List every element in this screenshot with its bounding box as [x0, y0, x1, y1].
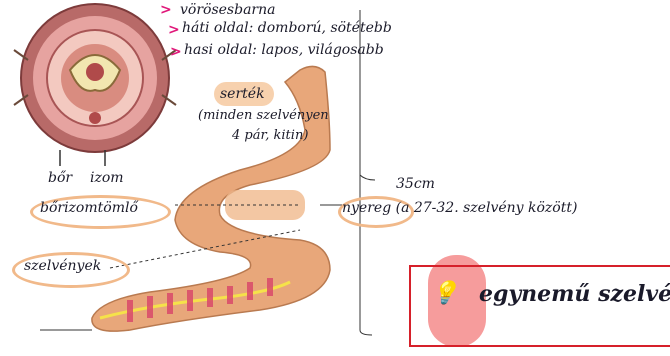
box-text: egynemű szelvé	[479, 281, 670, 307]
note-serte-detail-2: 4 pár, kitin)	[232, 128, 308, 143]
note-vorosesbarna: vörösesbarna	[180, 2, 275, 18]
note-hati-oldal: háti oldal: domború, sötétebb	[182, 20, 392, 36]
note-length: 35cm	[396, 176, 435, 192]
summary-box: 💡 egynemű szelvé	[409, 265, 670, 347]
cross-section-diagram	[14, 4, 176, 166]
note-szelvenyek: szelvények	[24, 258, 101, 274]
note-bor: bőr	[48, 170, 72, 186]
lightbulb-icon: 💡	[431, 281, 458, 306]
arrow-icon: >	[168, 22, 180, 38]
arrow-icon: >	[170, 44, 182, 60]
note-izom: izom	[90, 170, 124, 186]
note-hasi-oldal: hasi oldal: lapos, világosabb	[184, 42, 384, 58]
note-serte-detail-1: (minden szelvényen	[198, 108, 329, 123]
note-serte: serték	[220, 86, 265, 102]
note-borizomtomlo: bőrizomtömlő	[40, 200, 138, 216]
note-nyereg: nyereg (a 27-32. szelvény között)	[342, 200, 577, 216]
arrow-icon: >	[160, 2, 172, 18]
